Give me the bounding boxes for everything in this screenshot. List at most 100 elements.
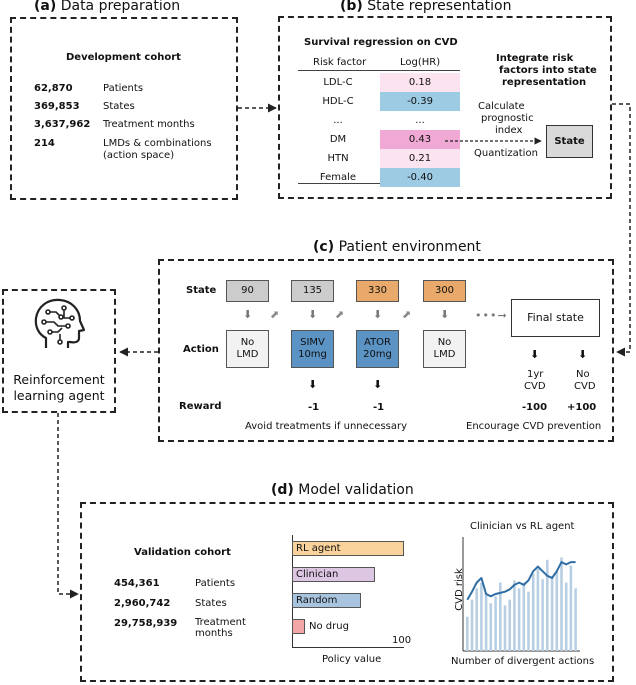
policy-bar-2 <box>292 593 361 608</box>
panel-c-box <box>158 259 614 442</box>
divergence-bar-16 <box>541 579 544 651</box>
action-l2-2: 20mg <box>363 349 392 360</box>
calc-l3: index <box>495 125 523 136</box>
val-label-treatment-months-2: months <box>195 628 233 639</box>
divergence-bar-10 <box>513 580 516 651</box>
dev-value-treatment-months: 3,637,962 <box>34 119 91 130</box>
panel-a-box <box>10 17 238 200</box>
policy-label-1: Clinician <box>296 569 339 580</box>
action-l2-0: LMD <box>236 349 259 360</box>
divergence-bar-6 <box>494 596 497 651</box>
col-log-hr: Log(HR) <box>400 57 441 68</box>
policy-label-2: Random <box>296 595 338 606</box>
val-label-treatment-months: Treatment <box>195 617 246 628</box>
outcome1-l2: CVD <box>524 381 546 392</box>
policy-x-axis <box>292 647 404 648</box>
divergence-bar-23 <box>574 588 577 651</box>
policy-label-3: No drug <box>309 621 349 632</box>
action-l2-1: 10mg <box>298 349 327 360</box>
dev-value-patients: 62,870 <box>34 83 73 94</box>
divergence-bar-11 <box>517 588 521 651</box>
col-risk-factor: Risk factor <box>313 57 367 68</box>
divergence-bar-3 <box>480 582 483 651</box>
divergence-bar-7 <box>499 582 502 651</box>
ellipsis-arrow: •••➞ <box>475 309 508 322</box>
divergence-bar-5 <box>489 603 493 651</box>
table-value-3: 0.43 <box>380 130 460 149</box>
panel-a-tag: (a) <box>34 0 57 14</box>
table-factor-2: ... <box>333 115 343 126</box>
table-factor-1: HDL-C <box>322 96 354 107</box>
divergence-bar-21 <box>564 582 568 651</box>
agent-label-1: Reinforcement <box>13 372 105 387</box>
policy-bar-0 <box>292 541 404 556</box>
head-circuit-icon <box>30 296 86 352</box>
panel-d-tag: (d) <box>271 482 294 498</box>
quantization-label: Quantization <box>474 148 538 159</box>
divergence-bar-15 <box>536 568 540 651</box>
state-box-2: 330 <box>356 280 399 302</box>
divergence-bar-8 <box>503 605 507 651</box>
action-l1-2: ATOR <box>364 337 391 348</box>
outcome1-arrow: ⬇ <box>530 348 540 361</box>
divergence-bar-19 <box>555 571 559 651</box>
regression-table-title: Survival regression on CVD <box>304 37 458 48</box>
dev-label-lmds: LMDs & combinations <box>103 138 212 149</box>
calc-l1: Calculate <box>478 101 525 112</box>
calc-l2: prognostic <box>481 113 534 124</box>
divergence-chart-title: Clinician vs RL agent <box>470 521 575 532</box>
panel-d-box <box>80 502 614 682</box>
divergence-bar-9 <box>508 599 511 651</box>
panel-c-tag: (c) <box>313 239 335 255</box>
panel-a-title: (a) Data preparation <box>34 0 180 14</box>
table-factor-4: HTN <box>327 153 349 164</box>
panel-b-title: (b) State representation <box>340 0 511 14</box>
table-bottom-rule <box>298 183 460 184</box>
panel-b-tag: (b) <box>340 0 363 14</box>
panel-c-title-text: Patient environment <box>338 239 481 255</box>
action-l1-3: No <box>437 337 452 348</box>
connector-b-to-c <box>612 103 631 357</box>
outcome1-l1: 1yr <box>527 369 544 380</box>
divergence-bar-14 <box>531 573 535 651</box>
divergence-bar-4 <box>484 594 488 651</box>
state-down-arrow-0: ⬇ <box>243 308 253 321</box>
table-value-5: -0.40 <box>380 168 460 187</box>
divergence-bar-1 <box>470 599 474 651</box>
reward-arrow-1: ⬇ <box>373 378 383 391</box>
row-label-state: State <box>186 285 217 296</box>
panel-c-title: (c) Patient environment <box>313 239 481 255</box>
val-value-states: 2,960,742 <box>114 598 171 609</box>
divergence-trend-line <box>466 561 576 601</box>
action-l1-0: No <box>240 337 255 348</box>
divergence-bar-17 <box>546 559 549 651</box>
dev-label-lmds-2: (action space) <box>103 150 175 161</box>
state-box-1: 135 <box>291 280 334 302</box>
divergence-bar-20 <box>560 557 563 651</box>
divergence-xlabel: Number of divergent actions <box>451 656 595 667</box>
outcome2-l2: CVD <box>574 381 596 392</box>
state-down-arrow-1: ⬇ <box>308 308 318 321</box>
table-value-2: ... <box>380 111 460 130</box>
dev-label-treatment-months: Treatment months <box>103 119 195 130</box>
dev-label-states: States <box>103 101 135 112</box>
integrate-l1: Integrate risk <box>496 53 574 64</box>
state-down-arrow-2: ⬇ <box>373 308 383 321</box>
note-encourage-prevention: Encourage CVD prevention <box>466 421 602 432</box>
divergence-bar-13 <box>527 591 530 651</box>
table-value-4: 0.21 <box>380 149 460 168</box>
transition-arrow-0: ⬈ <box>270 308 280 321</box>
panel-d-title-text: Model validation <box>298 482 414 498</box>
panel-b-title-text: State representation <box>367 0 512 14</box>
final-state-box: Final state <box>511 299 600 337</box>
val-label-states: States <box>195 598 227 609</box>
note-avoid-treatments: Avoid treatments if unnecessary <box>245 421 408 432</box>
divergence-bar-22 <box>569 565 573 651</box>
policy-y-axis <box>292 535 293 647</box>
transition-arrow-2: ⬈ <box>402 308 412 321</box>
